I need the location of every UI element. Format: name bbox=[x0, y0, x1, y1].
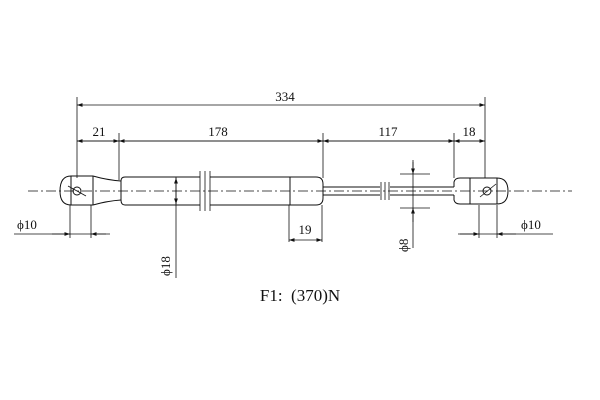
dimension-collar-label: 19 bbox=[299, 222, 312, 237]
cylinder-body bbox=[120, 171, 284, 211]
dimension-body-label: 178 bbox=[208, 124, 228, 139]
cylinder-collar bbox=[284, 176, 324, 206]
right-eye-hole bbox=[482, 186, 492, 196]
dimension-right-eye-label: ϕ10 bbox=[521, 217, 541, 232]
dimension-rod-diameter: ϕ8 bbox=[396, 160, 415, 252]
extension-lines bbox=[69, 97, 498, 242]
dimension-body-diameter-label: ϕ18 bbox=[158, 256, 173, 276]
dimension-overall-label: 334 bbox=[275, 89, 295, 104]
dimension-left-end-label: 21 bbox=[93, 124, 106, 139]
left-eye-hole bbox=[72, 186, 82, 196]
force-label: F1: (370)N bbox=[260, 286, 340, 305]
right-eye-fitting bbox=[453, 177, 509, 205]
dimension-right-eye: ϕ10 bbox=[458, 217, 553, 236]
dimension-stroke-label: 117 bbox=[378, 124, 398, 139]
dimension-rod-diameter-label: ϕ8 bbox=[396, 239, 411, 252]
dimension-right-end-label: 18 bbox=[463, 124, 476, 139]
dimension-left-eye: ϕ10 bbox=[14, 217, 110, 236]
dimension-overall: 334 bbox=[77, 89, 485, 107]
dimension-body-diameter: ϕ18 bbox=[158, 177, 178, 278]
piston-rod bbox=[323, 182, 454, 200]
dimension-row: 21 178 117 18 bbox=[77, 124, 485, 143]
left-eye-fitting bbox=[59, 175, 122, 206]
dimension-left-eye-label: ϕ10 bbox=[17, 217, 37, 232]
dimension-collar: 19 bbox=[289, 222, 322, 242]
